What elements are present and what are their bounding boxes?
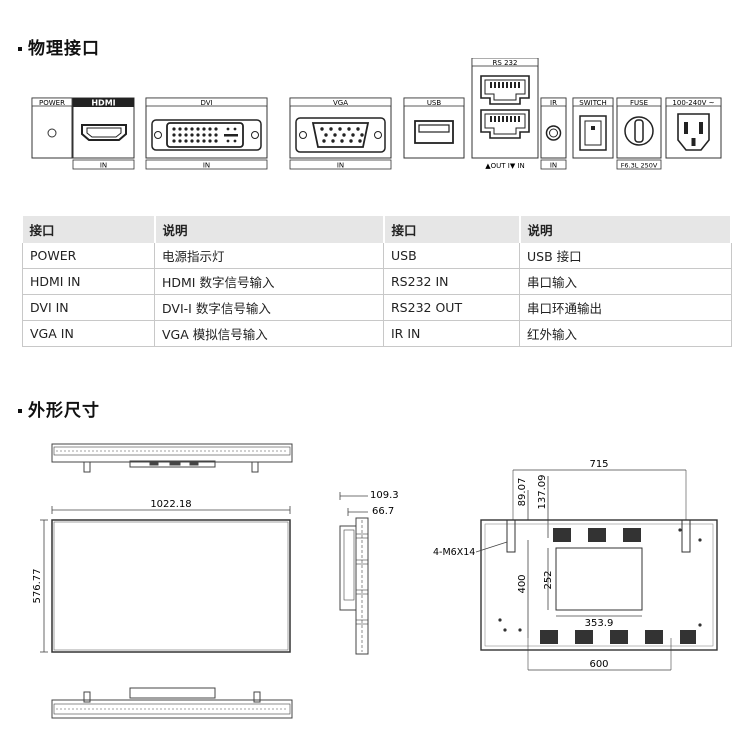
fuse-rating-label: F6.3L 250V — [621, 162, 658, 170]
ir-port: IR IN — [540, 97, 567, 170]
offset-a-dimension: 89.07 — [517, 478, 528, 507]
fuse-label: FUSE — [630, 99, 648, 107]
vesa-height-dimension: 400 — [517, 574, 528, 593]
ac-label: 100-240V ~ — [672, 99, 714, 107]
ac-inlet-icon — [677, 113, 710, 151]
height-dimension: 576.77 — [32, 569, 43, 604]
table-cell: 电源指示灯 — [154, 243, 384, 269]
table-cell: 串口环通输出 — [519, 294, 732, 321]
vga-in-label: IN — [337, 162, 344, 170]
switch-label: SWITCH — [579, 99, 606, 107]
hdmi-in-label: IN — [100, 162, 107, 170]
fuse-port: FUSE F6.3L 250V — [616, 97, 662, 170]
rear-view-drawing: 715 89.07 137.09 353.9 252 400 600 4-M6X… — [433, 459, 718, 671]
hole-span-dimension: 715 — [589, 459, 608, 470]
fuse-holder-icon — [624, 116, 654, 146]
table-header-row: 接口 说明 接口 说明 — [22, 216, 732, 243]
table-row: VGA IN VGA 模拟信号输入 IR IN 红外输入 — [22, 320, 732, 347]
hdmi-connector-icon — [81, 124, 127, 141]
table-cell: RS232 IN — [383, 268, 520, 295]
table-cell: VGA IN — [22, 320, 155, 347]
header-description-1: 说明 — [154, 216, 385, 243]
hdmi-port: HDMI IN — [72, 97, 135, 170]
table-cell: POWER — [22, 243, 155, 269]
table-cell: DVI-I 数字信号输入 — [154, 294, 384, 321]
dvi-port: DVI IN — [145, 97, 268, 170]
table-cell: 串口输入 — [519, 268, 732, 295]
table-cell: USB — [383, 243, 520, 269]
rj45-in-icon — [480, 109, 530, 139]
side-view-drawing: 109.3 66.7 — [339, 490, 399, 655]
vga-port: VGA IN — [289, 97, 392, 170]
screw-spec-label: 4-M6X14 — [433, 547, 475, 558]
front-view-drawing: 1022.18 576.77 — [32, 499, 291, 653]
usb-port: USB — [403, 97, 465, 159]
rj45-out-icon — [480, 75, 530, 105]
vesa-width-dimension: 600 — [589, 659, 608, 670]
dvi-in-label: IN — [203, 162, 210, 170]
interfaces-section-title: 物理接口 — [18, 34, 100, 59]
usb-connector-icon — [414, 120, 454, 144]
rs232-port: RS 232 ▲OUT I▼ IN — [471, 58, 539, 170]
ir-in-label: IN — [550, 162, 557, 170]
power-label: POWER — [39, 99, 65, 107]
hdmi-label: HDMI — [91, 99, 115, 108]
box-height-dimension: 252 — [543, 570, 554, 589]
power-port: POWER — [31, 97, 73, 159]
depth-total-dimension: 109.3 — [370, 490, 399, 501]
table-cell: RS232 OUT — [383, 294, 520, 321]
port-panel: POWER HDMI IN DVI IN VGA — [0, 58, 750, 176]
table-row: DVI IN DVI-I 数字信号输入 RS232 OUT 串口环通输出 — [22, 294, 732, 321]
vga-label: VGA — [333, 99, 348, 107]
rocker-switch-icon — [579, 115, 607, 151]
box-width-dimension: 353.9 — [585, 618, 614, 629]
rs232-sub-label: ▲OUT I▼ IN — [485, 162, 525, 170]
power-led-icon — [47, 128, 57, 138]
top-view-drawing — [51, 443, 293, 473]
table-cell: DVI IN — [22, 294, 155, 321]
rs232-label: RS 232 — [493, 59, 518, 67]
table-cell: HDMI IN — [22, 268, 155, 295]
table-row: POWER 电源指示灯 USB USB 接口 — [22, 243, 732, 269]
header-interface-2: 接口 — [383, 216, 521, 243]
table-cell: HDMI 数字信号输入 — [154, 268, 384, 295]
ac-inlet-port: 100-240V ~ — [665, 97, 722, 159]
table-cell: VGA 模拟信号输入 — [154, 320, 384, 347]
usb-label: USB — [427, 99, 442, 107]
dvi-label: DVI — [200, 99, 212, 107]
interface-spec-table: 接口 说明 接口 说明 POWER 电源指示灯 USB USB 接口 HDMI … — [22, 216, 732, 347]
dvi-connector-icon — [151, 119, 262, 151]
width-dimension: 1022.18 — [150, 499, 191, 510]
table-cell: USB 接口 — [519, 243, 732, 269]
dimensions-section-title: 外形尺寸 — [18, 396, 100, 421]
depth-body-dimension: 66.7 — [372, 506, 394, 517]
offset-b-dimension: 137.09 — [537, 475, 548, 510]
table-cell: 红外输入 — [519, 320, 732, 347]
ir-jack-icon — [545, 125, 562, 141]
header-description-2: 说明 — [519, 216, 732, 243]
header-interface-1: 接口 — [22, 216, 156, 243]
table-cell: IR IN — [383, 320, 520, 347]
dimension-drawings: 1022.18 576.77 109.3 66.7 — [0, 430, 750, 741]
bottom-view-drawing — [51, 687, 293, 719]
ir-label: IR — [550, 99, 557, 107]
switch-port: SWITCH — [572, 97, 614, 159]
vga-connector-icon — [295, 117, 386, 153]
table-row: HDMI IN HDMI 数字信号输入 RS232 IN 串口输入 — [22, 268, 732, 295]
